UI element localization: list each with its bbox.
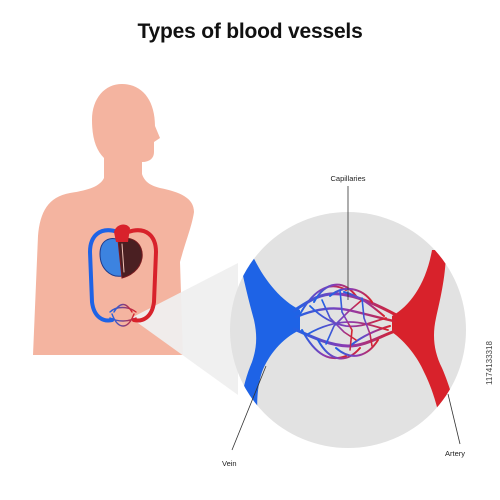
stock-image-id: 1174133318 — [485, 341, 494, 385]
diagram-title: Types of blood vessels — [137, 20, 363, 43]
artery-vessel — [392, 250, 458, 420]
enlarged-vessels — [238, 250, 458, 420]
capillary-network — [290, 283, 400, 360]
zoom-cone — [131, 263, 238, 395]
zoom-circle — [230, 212, 466, 448]
artery-label: Artery — [445, 449, 465, 458]
mini-vein — [87, 228, 120, 323]
artery-leader — [447, 393, 461, 445]
capillaries-label: Capillaries — [330, 174, 365, 183]
heart-icon — [99, 224, 143, 279]
mini-capillaries — [109, 303, 137, 327]
leader-lines — [231, 186, 461, 451]
vein-label: Vein — [222, 459, 237, 468]
vein-vessel — [238, 250, 300, 420]
mini-circulation — [87, 224, 159, 327]
vein-leader — [231, 365, 267, 451]
mini-artery — [126, 228, 159, 323]
